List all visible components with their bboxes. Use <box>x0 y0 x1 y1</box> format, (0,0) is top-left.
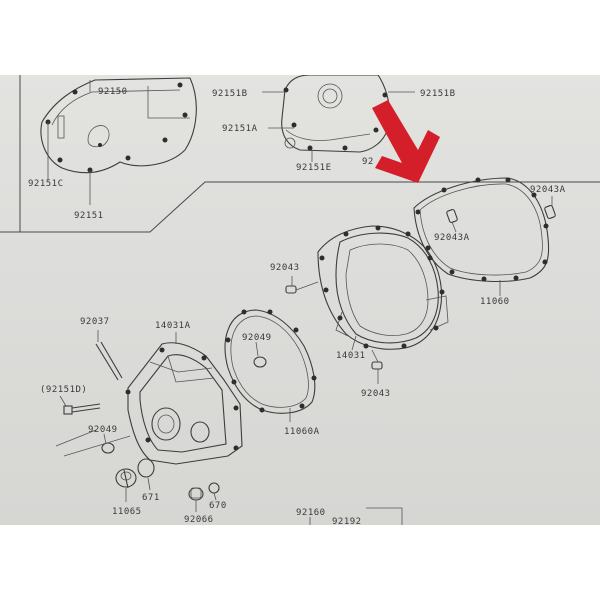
label-92043-top: 92043 <box>270 263 300 273</box>
gasket-11060 <box>413 177 550 296</box>
upper-left-crankcase <box>40 77 197 205</box>
gasket-11060A <box>224 309 317 422</box>
label-670: 670 <box>209 501 227 511</box>
cover-14031 <box>317 225 449 351</box>
label-92192-partial: 92192 <box>332 517 362 525</box>
cap-11065 <box>115 468 137 502</box>
dowel-pin-92043A-inner <box>446 209 458 233</box>
stud-92037 <box>95 330 123 381</box>
label-92037: 92037 <box>80 317 110 327</box>
label-92151A: 92151A <box>222 124 258 134</box>
label-11065: 11065 <box>112 507 142 517</box>
seal-92049-lower <box>55 429 131 457</box>
label-11060A: 11060A <box>284 427 320 437</box>
o-ring-671 <box>137 458 155 491</box>
label-92151B-left: 92151B <box>212 89 248 99</box>
label-92151: 92151 <box>74 211 104 221</box>
label-92043A-top: 92043A <box>530 185 566 195</box>
label-11060: 11060 <box>480 297 510 307</box>
cover-14031A <box>125 332 243 465</box>
label-92151B-right: 92151B <box>420 89 456 99</box>
dowel-pin-92043-top <box>285 276 319 294</box>
label-14031A: 14031A <box>155 321 191 331</box>
dowel-pin-92043-bottom <box>371 349 383 384</box>
parts-diagram-photo: 92150 92151C 92151 92151B 92151B 92151A <box>0 75 600 525</box>
label-92151E: 92151E <box>296 163 332 173</box>
label-671: 671 <box>142 493 160 503</box>
label-14031: 14031 <box>336 351 366 361</box>
red-arrow-icon <box>372 100 440 183</box>
seal-92049-upper <box>253 341 267 368</box>
label-92049-lower: 92049 <box>88 425 118 435</box>
label-92043A-inner: 92043A <box>434 233 470 243</box>
plug-92066 <box>188 487 204 512</box>
dowel-pin-92043A-outer <box>544 196 556 219</box>
o-ring-670 <box>208 482 220 501</box>
inset-panel <box>0 75 600 233</box>
label-92066: 92066 <box>184 515 214 525</box>
bolt-92151D <box>59 395 101 415</box>
label-92151C: 92151C <box>28 179 64 189</box>
label-92160: 92160 <box>296 508 326 518</box>
label-92043-bottom: 92043 <box>361 389 391 399</box>
label-92150: 92150 <box>98 87 128 97</box>
label-92151D: (92151D) <box>40 385 87 395</box>
label-92049-upper: 92049 <box>242 333 272 343</box>
label-92-partial: 92 <box>362 157 374 167</box>
exploded-parts-diagram: 92150 92151C 92151 92151B 92151B 92151A <box>0 75 600 525</box>
